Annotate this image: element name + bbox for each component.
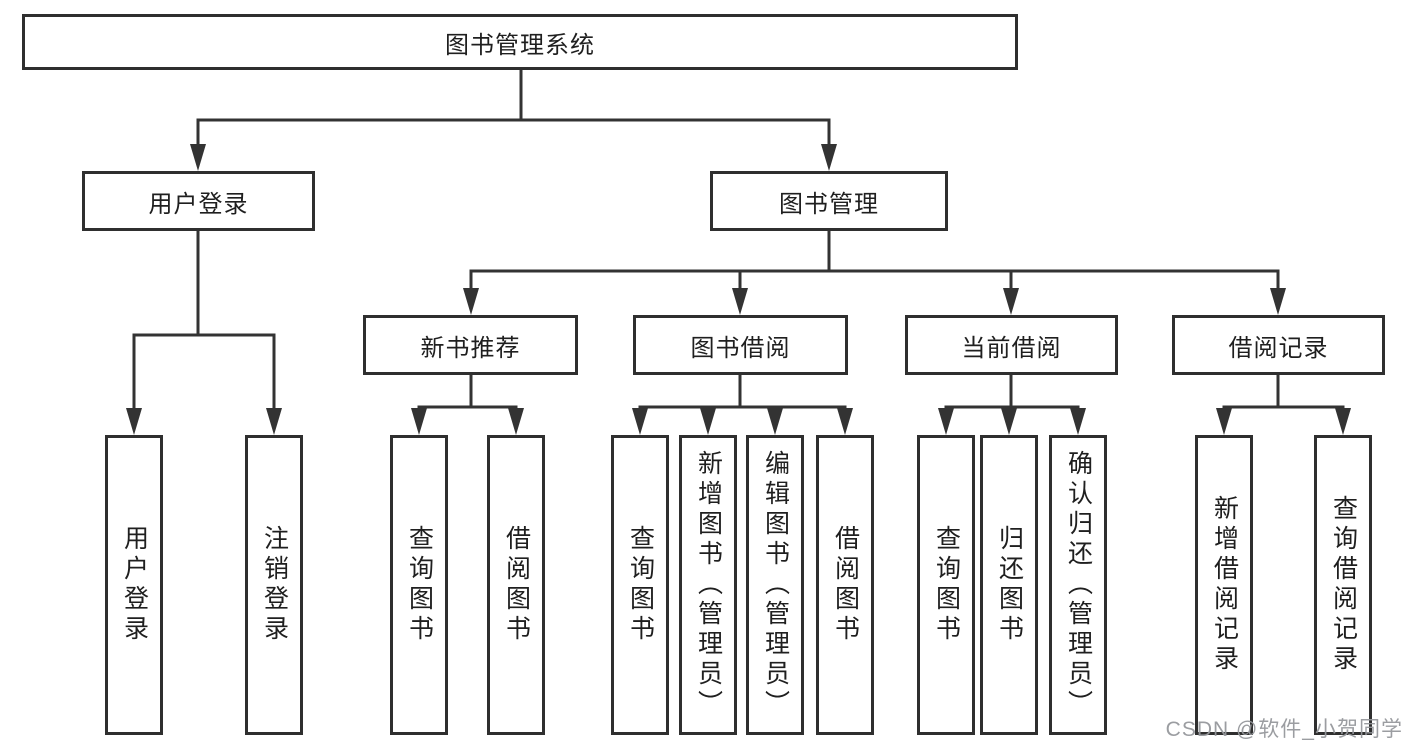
- node-label: 新书推荐: [420, 334, 521, 362]
- leaf-label: 注销登录: [260, 525, 289, 645]
- leaf-add-book-admin: 新增图书（管理员）: [679, 435, 737, 735]
- leaf-label: 编辑图书（管理员）: [761, 450, 790, 720]
- leaf-borrow-books-borrow: 借阅图书: [816, 435, 874, 735]
- leaf-query-books-current: 查询图书: [917, 435, 975, 735]
- leaf-label: 查询图书: [626, 525, 655, 645]
- leaf-label: 归还图书: [995, 525, 1024, 645]
- node-label: 图书管理系统: [445, 31, 595, 59]
- node-label: 图书借阅: [690, 334, 791, 362]
- leaf-user-login: 用户登录: [105, 435, 163, 735]
- node-root: 图书管理系统: [22, 14, 1018, 70]
- leaf-query-borrow-record: 查询借阅记录: [1314, 435, 1372, 735]
- leaf-label: 借阅图书: [831, 525, 860, 645]
- leaf-label: 查询图书: [932, 525, 961, 645]
- node-book-management: 图书管理: [710, 171, 948, 231]
- node-current-borrow: 当前借阅: [905, 315, 1118, 375]
- leaf-borrow-books-recommend: 借阅图书: [487, 435, 545, 735]
- node-user-login: 用户登录: [82, 171, 315, 231]
- leaf-query-books-borrow: 查询图书: [611, 435, 669, 735]
- leaf-return-books: 归还图书: [980, 435, 1038, 735]
- leaf-edit-book-admin: 编辑图书（管理员）: [746, 435, 804, 735]
- leaf-label: 确认归还（管理员）: [1064, 450, 1093, 720]
- node-label: 图书管理: [779, 190, 879, 218]
- node-label: 当前借阅: [961, 334, 1062, 362]
- node-label: 借阅记录: [1228, 334, 1329, 362]
- node-label: 用户登录: [148, 190, 249, 218]
- leaf-label: 查询借阅记录: [1329, 495, 1358, 675]
- leaf-confirm-return-admin: 确认归还（管理员）: [1049, 435, 1107, 735]
- leaf-query-books-recommend: 查询图书: [390, 435, 448, 735]
- leaf-label: 用户登录: [120, 525, 149, 645]
- leaf-logout: 注销登录: [245, 435, 303, 735]
- leaf-add-borrow-record: 新增借阅记录: [1195, 435, 1253, 735]
- node-borrow-records: 借阅记录: [1172, 315, 1385, 375]
- leaf-label: 借阅图书: [502, 525, 531, 645]
- node-new-book-recommend: 新书推荐: [363, 315, 578, 375]
- watermark: CSDN @软件_小贺同学: [1165, 718, 1403, 741]
- leaf-label: 新增图书（管理员）: [694, 450, 723, 720]
- node-book-borrow: 图书借阅: [633, 315, 848, 375]
- leaf-label: 新增借阅记录: [1210, 495, 1239, 675]
- leaf-label: 查询图书: [405, 525, 434, 645]
